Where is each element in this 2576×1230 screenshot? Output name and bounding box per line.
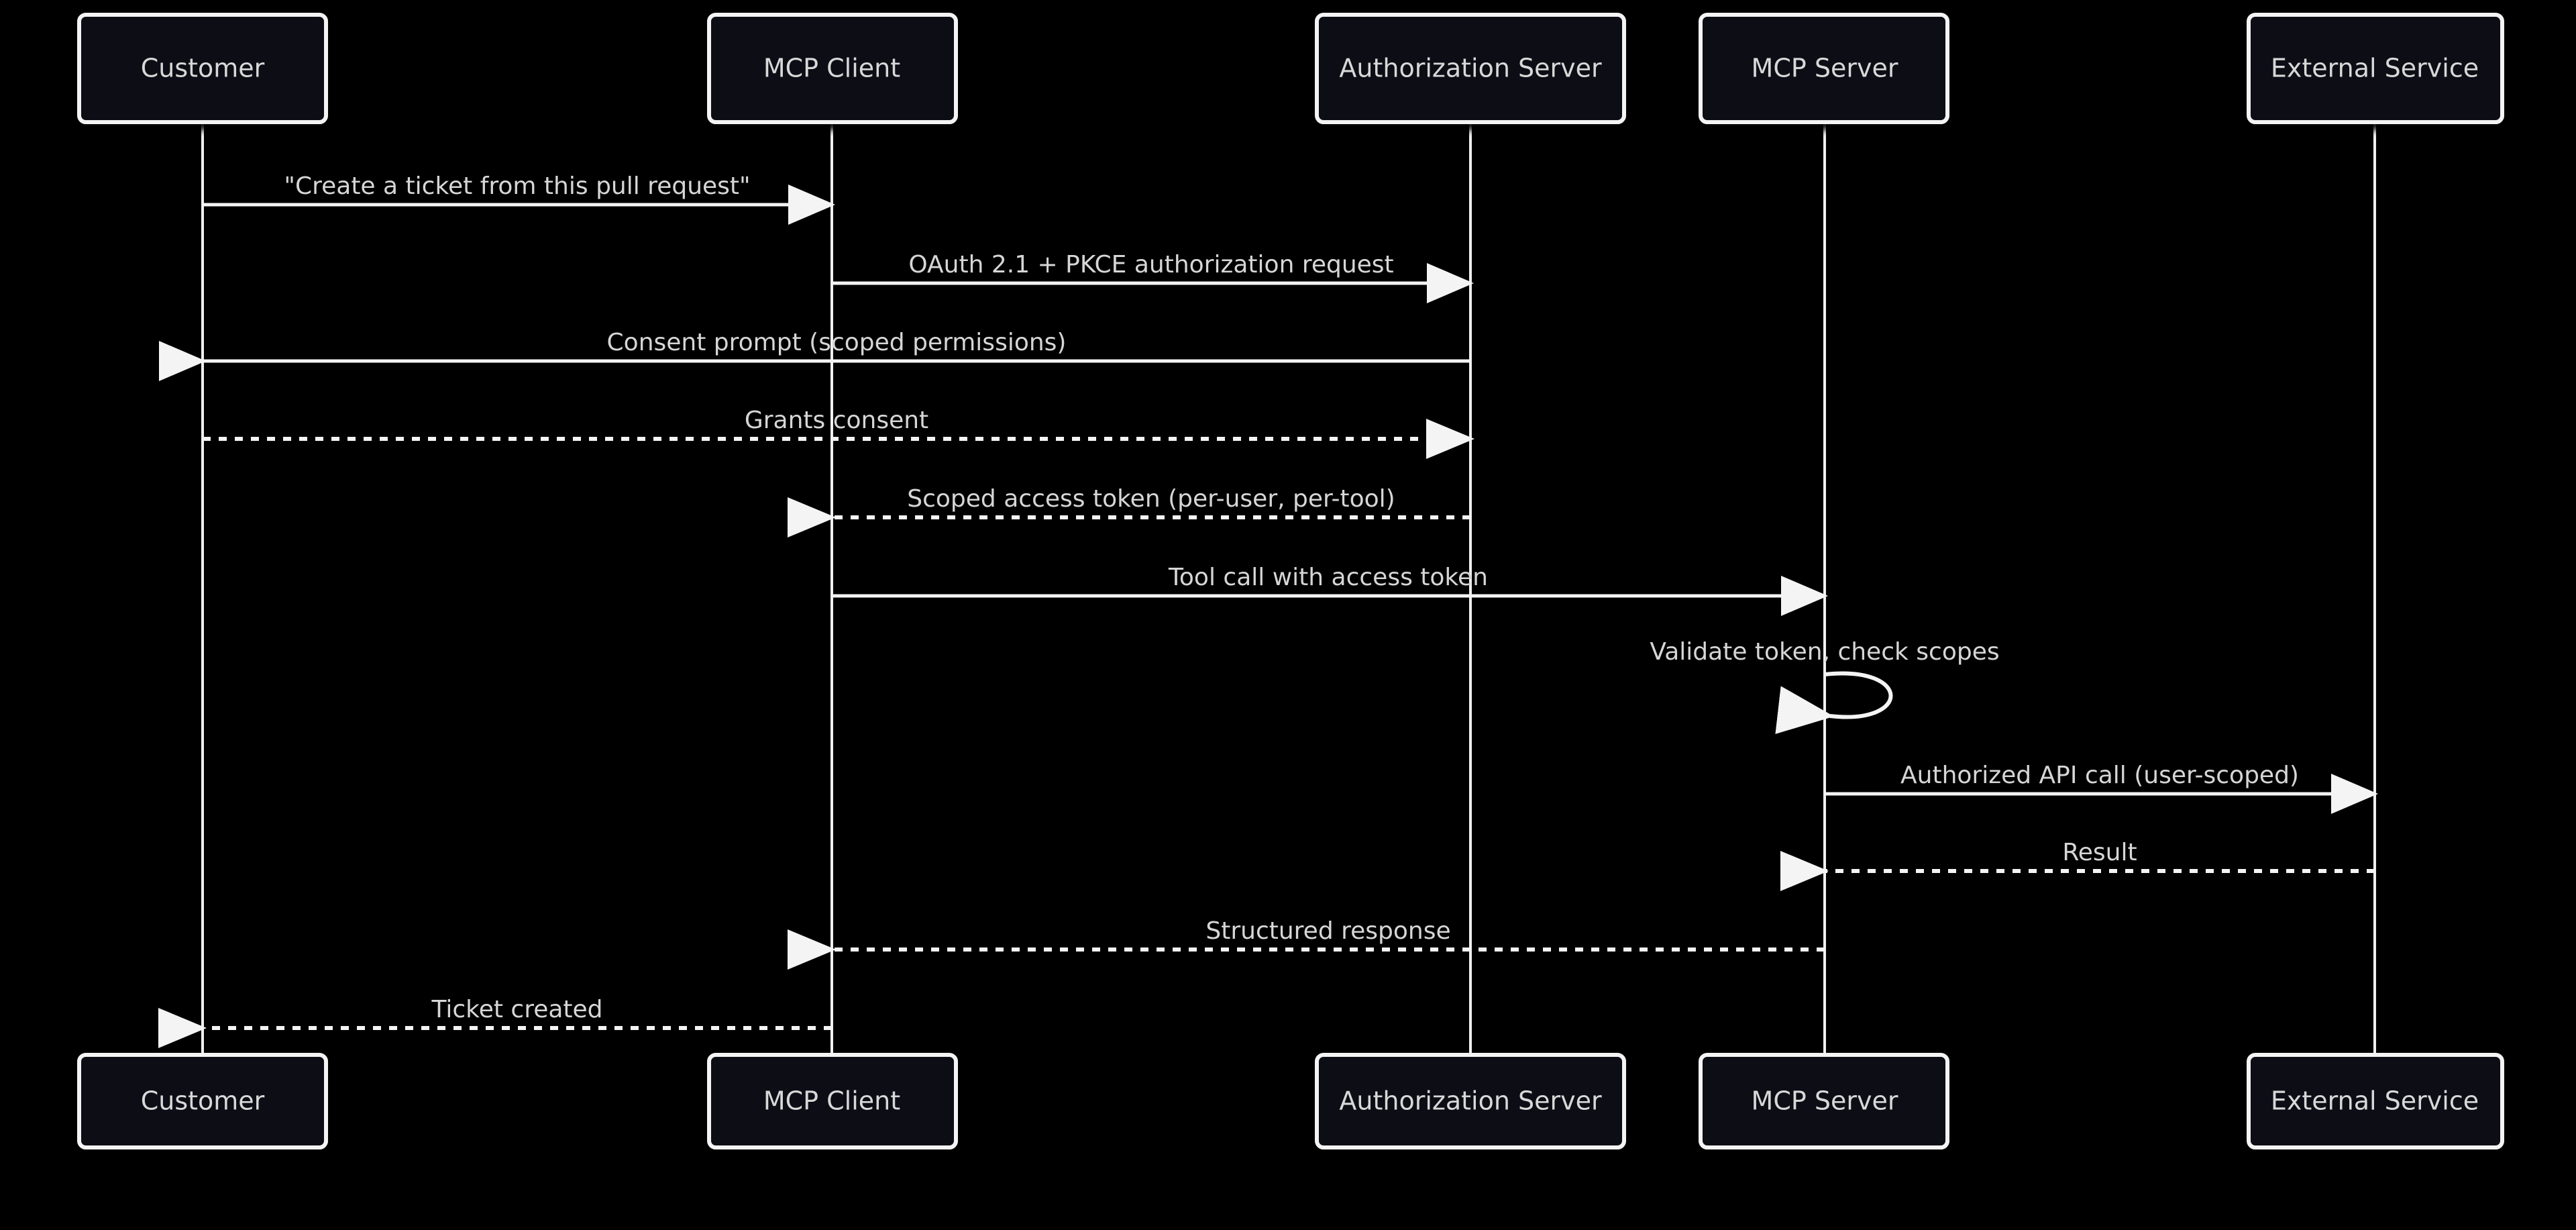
participant-box-rect bbox=[707, 1053, 958, 1149]
participant-authorization-server-top[interactable]: Authorization Server bbox=[1315, 13, 1626, 124]
message-label: OAuth 2.1 + PKCE authorization request bbox=[908, 251, 1393, 278]
participant-box-rect bbox=[1315, 13, 1626, 124]
message-11: Ticket created bbox=[158, 996, 832, 1048]
message-4: Grants consent bbox=[203, 407, 1474, 459]
message-3: Consent prompt (scoped permissions) bbox=[159, 329, 1470, 381]
message-5: Scoped access token (per-user, per-tool) bbox=[788, 485, 1470, 537]
message-label: Structured response bbox=[1205, 917, 1450, 945]
participant-box-rect bbox=[2247, 1053, 2504, 1149]
message-label: Scoped access token (per-user, per-tool) bbox=[907, 485, 1395, 513]
participant-label: Authorization Server bbox=[1339, 54, 1602, 83]
participant-label: MCP Server bbox=[1752, 1086, 1898, 1116]
message-7: Validate token, check scopes bbox=[1650, 638, 2000, 734]
message-2: OAuth 2.1 + PKCE authorization request bbox=[832, 251, 1474, 303]
participant-external-service-top[interactable]: External Service bbox=[2247, 13, 2504, 124]
message-label: Grants consent bbox=[745, 407, 928, 434]
participant-mcp-server-bottom[interactable]: MCP Server bbox=[1699, 1053, 1949, 1149]
message-label: Consent prompt (scoped permissions) bbox=[607, 329, 1067, 356]
message-1: "Create a ticket from this pull request" bbox=[203, 172, 835, 225]
participant-box-rect bbox=[1699, 13, 1949, 124]
message-label: Tool call with access token bbox=[1168, 564, 1488, 591]
self-message-loop bbox=[1775, 671, 1893, 734]
participant-label: MCP Server bbox=[1752, 54, 1898, 83]
participant-mcp-server-top[interactable]: MCP Server bbox=[1699, 13, 1949, 124]
participant-box-rect bbox=[1315, 1053, 1626, 1149]
participant-customer-bottom[interactable]: Customer bbox=[77, 1053, 328, 1149]
participant-box-rect bbox=[1699, 1053, 1949, 1149]
message-label: Validate token, check scopes bbox=[1650, 638, 1999, 666]
message-label: Result bbox=[2062, 839, 2137, 866]
participant-box-rect bbox=[707, 13, 958, 124]
participant-label: Customer bbox=[141, 1086, 265, 1116]
message-label: Authorized API call (user-scoped) bbox=[1900, 762, 2299, 789]
message-6: Tool call with access token bbox=[832, 564, 1828, 616]
participant-label: External Service bbox=[2271, 54, 2479, 83]
participant-boxes-bottom: Customer MCP Client Authorization Server MC… bbox=[77, 1053, 2504, 1149]
participant-label: MCP Client bbox=[763, 1086, 900, 1116]
messages-layer: "Create a ticket from this pull request"… bbox=[158, 172, 2378, 1048]
participant-external-service-bottom[interactable]: External Service bbox=[2247, 1053, 2504, 1149]
participant-label: MCP Client bbox=[763, 54, 900, 83]
participant-boxes-top: Customer MCP Client Authorization Server MC… bbox=[77, 13, 2504, 124]
participant-mcp-client-bottom[interactable]: MCP Client bbox=[707, 1053, 958, 1149]
participant-label: Customer bbox=[141, 54, 265, 83]
participant-box-rect bbox=[2247, 13, 2504, 124]
participant-box-rect bbox=[77, 13, 328, 124]
participant-mcp-client-top[interactable]: MCP Client bbox=[707, 13, 958, 124]
message-8: Authorized API call (user-scoped) bbox=[1825, 762, 2378, 814]
message-label: Ticket created bbox=[431, 996, 602, 1023]
participant-customer-top[interactable]: Customer bbox=[77, 13, 328, 124]
message-10: Structured response bbox=[788, 917, 1825, 970]
participant-box-rect bbox=[77, 1053, 328, 1149]
participant-label: External Service bbox=[2271, 1086, 2479, 1116]
message-9: Result bbox=[1780, 839, 2375, 891]
participant-authorization-server-bottom[interactable]: Authorization Server bbox=[1315, 1053, 1626, 1149]
message-label: "Create a ticket from this pull request" bbox=[284, 172, 750, 200]
participant-label: Authorization Server bbox=[1339, 1086, 1602, 1116]
